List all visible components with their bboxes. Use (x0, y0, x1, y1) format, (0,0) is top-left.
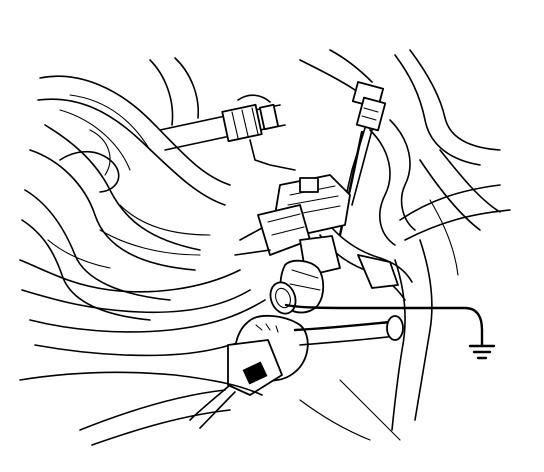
sensor-body (234, 174, 413, 301)
engine-hoses (19, 57, 276, 357)
top-right-hoses (299, 49, 501, 431)
ground-lead (284, 303, 496, 360)
upper-hose-fitting (159, 94, 296, 171)
ground-symbol-icon (468, 344, 496, 360)
lower-connector[interactable] (189, 315, 404, 429)
connector-plug[interactable] (266, 235, 341, 317)
lower-frame (19, 184, 511, 446)
